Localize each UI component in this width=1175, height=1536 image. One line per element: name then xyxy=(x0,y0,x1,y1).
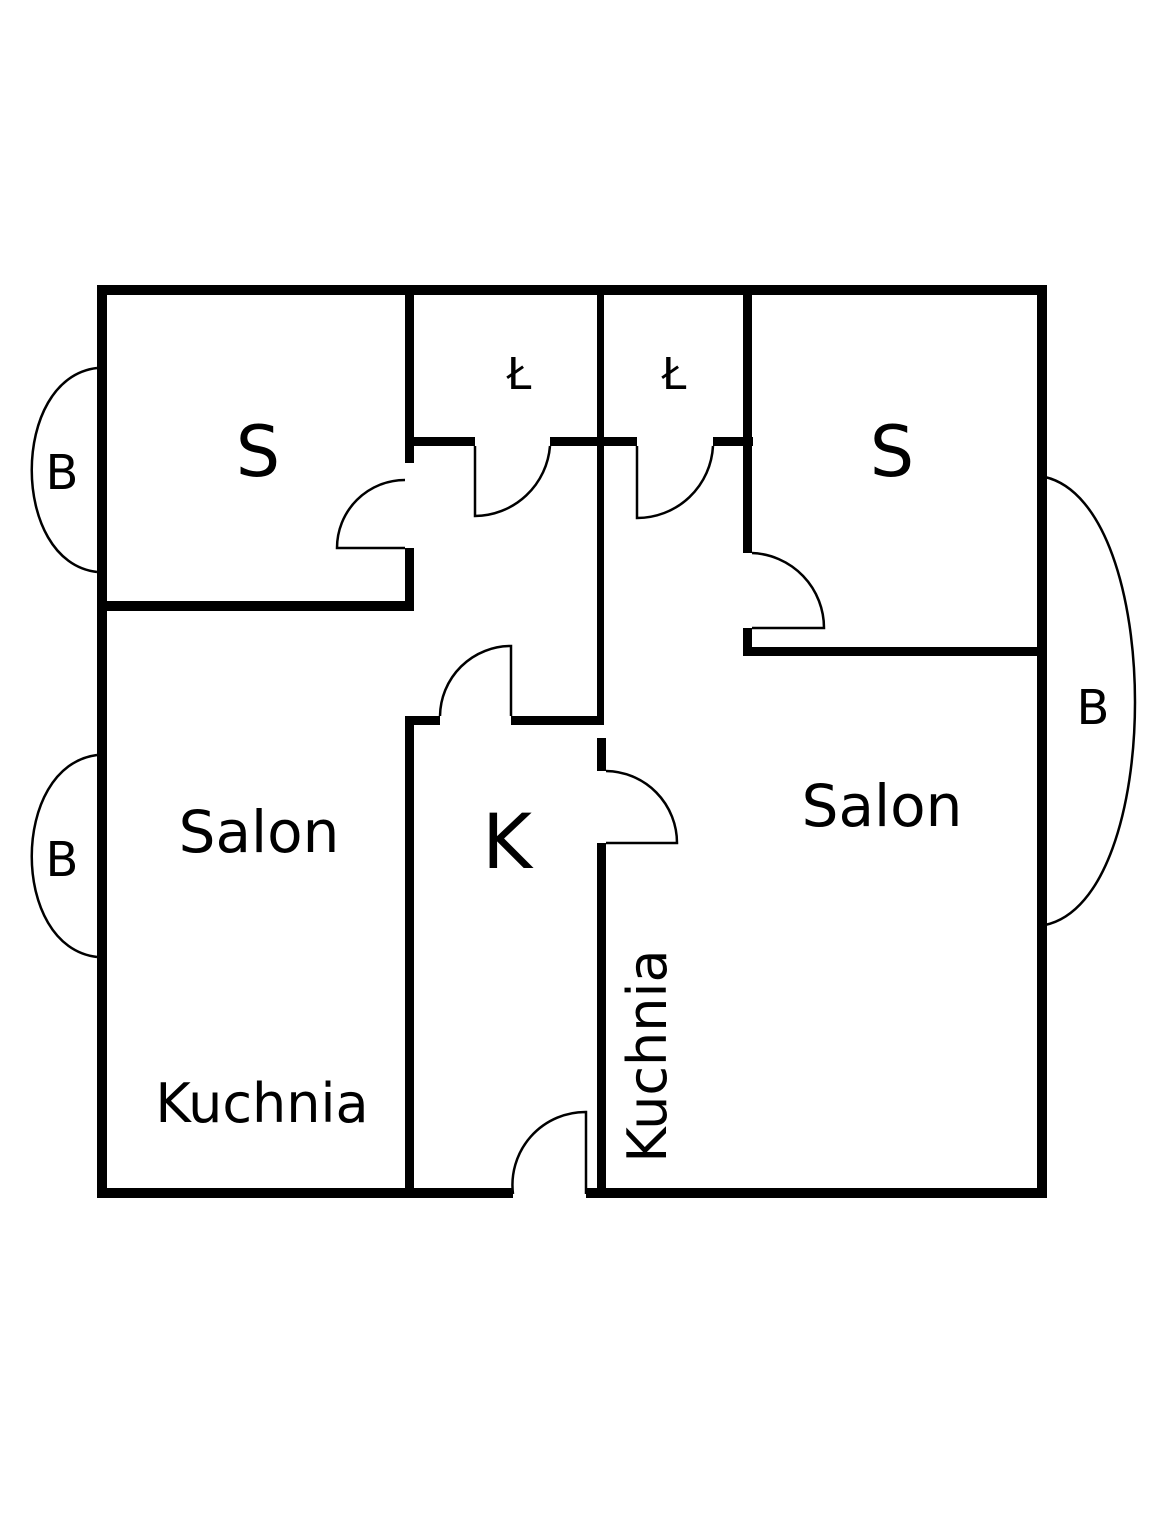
wall-kitchen-right-b xyxy=(597,843,606,1198)
label-hall-kitchen: K xyxy=(482,797,534,886)
wall-bedroom-left-bottom xyxy=(97,601,413,611)
wall-bathroom-left-bottom-b xyxy=(550,437,600,446)
door-bedroom-left xyxy=(335,478,406,550)
wall-center-divider-upper xyxy=(597,285,604,723)
wall-kitchen-right-a xyxy=(597,738,606,771)
wall-bathroom-right-bottom-a xyxy=(604,437,637,446)
wall-kitchen-top-b xyxy=(511,716,604,725)
wall-bedroom-left-right-upper xyxy=(405,285,414,463)
label-bedroom-right: S xyxy=(870,411,914,493)
door-entrance xyxy=(511,1110,588,1195)
wall-kitchen-left xyxy=(405,716,414,1198)
outer-wall-right xyxy=(1037,285,1047,1198)
label-bathroom-left: Ł xyxy=(506,349,532,400)
door-kitchen-top xyxy=(438,644,513,717)
door-living-right xyxy=(605,769,679,845)
label-living-left: Salon xyxy=(179,798,340,866)
label-bathroom-right: Ł xyxy=(661,349,687,400)
door-bathroom-right xyxy=(635,445,715,520)
wall-bedroom-right-bottom xyxy=(743,647,1047,656)
label-balcony-left-top: B xyxy=(46,445,79,501)
door-bathroom-left xyxy=(473,445,552,518)
outer-wall-bottom-right xyxy=(605,1188,1047,1198)
label-living-right: Salon xyxy=(802,772,963,840)
label-balcony-right: B xyxy=(1077,680,1110,736)
label-kitchen-right: Kuchnia xyxy=(616,949,679,1162)
outer-wall-left xyxy=(97,285,107,1198)
wall-bathroom-right-bottom-b xyxy=(713,437,753,446)
wall-bedroom-left-right-lower xyxy=(405,548,414,611)
wall-kitchen-top-a xyxy=(405,716,440,725)
balcony-right xyxy=(1044,475,1137,927)
outer-wall-bottom-left xyxy=(97,1188,513,1198)
label-balcony-left-bottom: B xyxy=(46,832,79,888)
wall-bathroom-right-right xyxy=(743,285,752,553)
label-bedroom-left: S xyxy=(236,411,280,493)
outer-wall-bottom-mid xyxy=(586,1188,605,1198)
balcony-left-top xyxy=(30,366,98,574)
wall-bedroom-right-left-lower xyxy=(743,628,752,656)
label-kitchen-left: Kuchnia xyxy=(155,1072,368,1135)
door-bedroom-right xyxy=(751,551,826,630)
outer-wall-top xyxy=(97,285,1047,295)
balcony-left-bottom xyxy=(30,753,98,959)
wall-bathroom-left-bottom-a xyxy=(405,437,475,446)
